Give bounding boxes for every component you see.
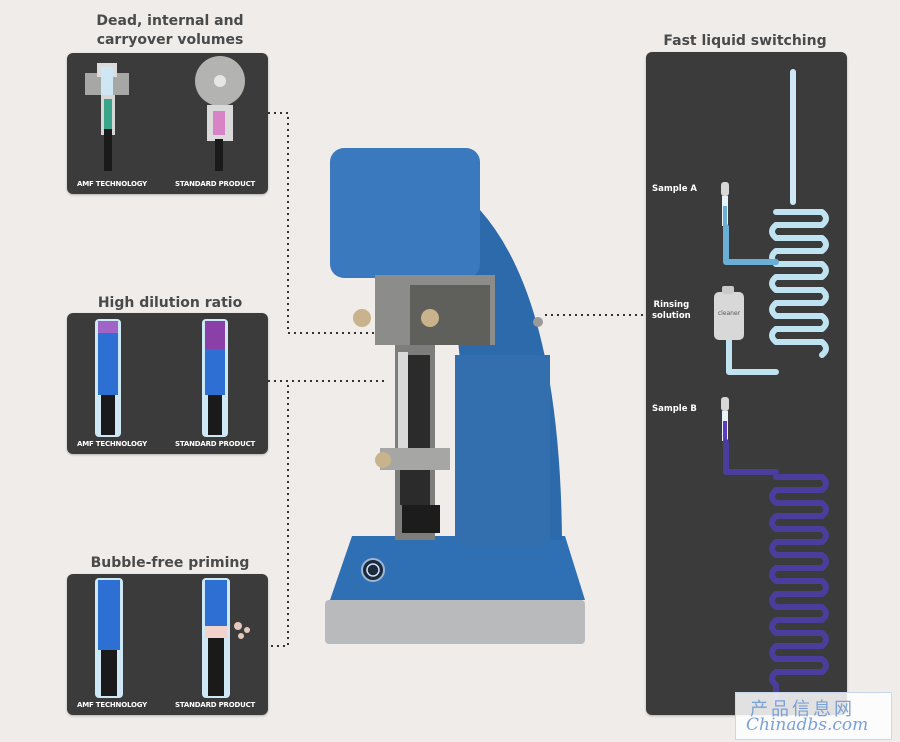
- rinsing-label-line2: solution: [652, 311, 691, 321]
- tube-sample-a-feed: [723, 224, 779, 265]
- valve-comparison-illustration: [85, 56, 245, 171]
- standard-caption: STANDARD PRODUCT: [175, 701, 256, 709]
- amf-caption: AMF TECHNOLOGY: [77, 440, 147, 448]
- rinsing-solution-label: Rinsing solution: [652, 300, 691, 322]
- dead-volumes-title: Dead, internal and carryover volumes: [70, 12, 270, 50]
- liquid-switching-diagram: [721, 69, 829, 705]
- dead-volumes-title-line1: Dead, internal and: [96, 13, 244, 29]
- priming-title: Bubble-free priming: [90, 555, 250, 571]
- dead-volumes-title-line2: carryover volumes: [96, 32, 244, 48]
- standard-caption: STANDARD PRODUCT: [175, 440, 256, 448]
- watermark-line1: 产品信息网: [750, 699, 855, 720]
- dilution-panel: AMF TECHNOLOGY STANDARD PRODUCT: [67, 313, 268, 454]
- priming-illustration: [95, 578, 250, 698]
- tube-coil-dark: [769, 474, 829, 688]
- amf-caption: AMF TECHNOLOGY: [77, 180, 147, 188]
- sample-a-label: Sample A: [652, 184, 698, 194]
- bottle-cap-icon: [722, 286, 734, 294]
- amf-caption: AMF TECHNOLOGY: [77, 701, 147, 709]
- sample-a-dropper-icon: [721, 182, 729, 226]
- dilution-illustration: [95, 319, 228, 437]
- tube-rinse-feed: [726, 337, 779, 375]
- standard-caption: STANDARD PRODUCT: [175, 180, 256, 188]
- watermark: 产品信息网 Chinadbs.com: [735, 692, 892, 740]
- priming-panel: AMF TECHNOLOGY STANDARD PRODUCT: [67, 574, 268, 715]
- switching-panel: Sample A Rinsing solution Sample B clean…: [646, 52, 847, 715]
- tube-coil-light: [769, 209, 829, 358]
- dotted-connectors: [268, 112, 645, 647]
- sample-b-dropper-icon: [721, 397, 729, 441]
- tube-sample-b-feed: [723, 439, 779, 475]
- rinsing-label-line1: Rinsing: [653, 300, 690, 310]
- watermark-line2: Chinadbs.com: [746, 715, 869, 735]
- cleaner-label: cleaner: [717, 310, 741, 317]
- sample-b-label: Sample B: [652, 404, 697, 414]
- switching-title: Fast liquid switching: [663, 33, 827, 49]
- cleaner-bottle-icon: cleaner: [714, 286, 744, 340]
- dead-volumes-panel: AMF TECHNOLOGY STANDARD PRODUCT: [67, 53, 268, 194]
- dilution-title: High dilution ratio: [97, 295, 243, 311]
